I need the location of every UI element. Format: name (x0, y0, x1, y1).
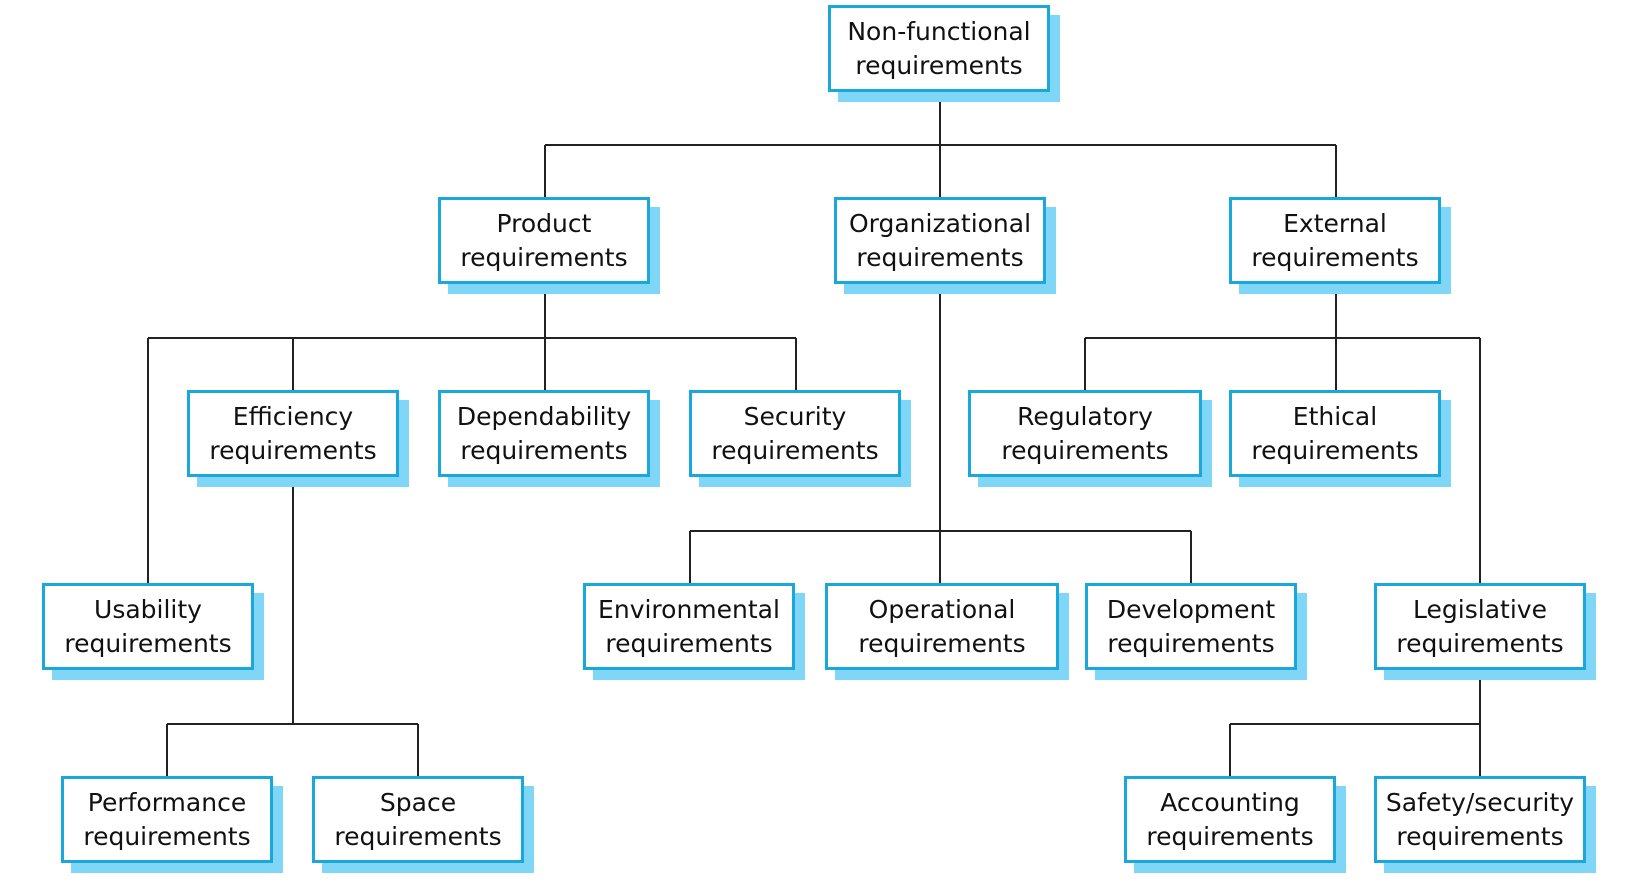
node-space-requirements: Space requirements (312, 776, 534, 873)
node-accounting-requirements: Accounting requirements (1124, 776, 1346, 873)
node-non-functional-requirements: Non-functional requirements (828, 5, 1060, 102)
node-security-requirements: Security requirements (689, 390, 911, 487)
node-usability-requirements: Usability requirements (42, 583, 264, 680)
node-label-line1: Operational (868, 594, 1016, 624)
node-label-line2: requirements (856, 242, 1024, 272)
node-label-line2: requirements (1146, 821, 1314, 851)
node-label-line1: Development (1106, 594, 1276, 624)
node-environmental-requirements: Environmental requirements (583, 583, 805, 680)
node-safety-security-requirements: Safety/security requirements (1374, 776, 1596, 873)
node-label-line1: Dependability (456, 401, 632, 431)
node-label-line2: requirements (334, 821, 502, 851)
node-label-line2: requirements (209, 435, 377, 465)
node-ethical-requirements: Ethical requirements (1229, 390, 1451, 487)
node-label-line1: Environmental (598, 594, 780, 624)
node-product-requirements: Product requirements (438, 197, 660, 294)
node-label-line1: Regulatory (1017, 401, 1153, 431)
node-label-line2: requirements (1001, 435, 1169, 465)
node-label-line1: Product (496, 208, 592, 238)
node-label-line2: requirements (1396, 821, 1564, 851)
node-label-line1: Accounting (1160, 787, 1300, 817)
node-operational-requirements: Operational requirements (825, 583, 1069, 680)
node-label-line2: requirements (83, 821, 251, 851)
node-performance-requirements: Performance requirements (61, 776, 283, 873)
node-label-line1: Security (743, 401, 847, 431)
node-development-requirements: Development requirements (1085, 583, 1307, 680)
node-label-line1: Legislative (1413, 594, 1547, 624)
node-dependability-requirements: Dependability requirements (438, 390, 660, 487)
node-organizational-requirements: Organizational requirements (834, 197, 1056, 294)
node-label-line2: requirements (460, 435, 628, 465)
node-label-line1: Organizational (848, 208, 1032, 238)
node-label-line2: requirements (1396, 628, 1564, 658)
node-label-line2: requirements (711, 435, 879, 465)
node-legislative-requirements: Legislative requirements (1374, 583, 1596, 680)
node-label-line2: requirements (605, 628, 773, 658)
node-label-line2: requirements (460, 242, 628, 272)
node-label-line1: Performance (87, 787, 247, 817)
node-external-requirements: External requirements (1229, 197, 1451, 294)
node-label-line1: Efficiency (232, 401, 354, 431)
node-label-line1: Ethical (1292, 401, 1378, 431)
node-label-line1: Safety/security (1385, 787, 1575, 817)
node-label-line2: requirements (1251, 435, 1419, 465)
node-label-line1: Space (379, 787, 457, 817)
node-regulatory-requirements: Regulatory requirements (968, 390, 1212, 487)
node-label-line2: requirements (855, 50, 1023, 80)
node-label-line2: requirements (1251, 242, 1419, 272)
node-label-line1: Non-functional (847, 16, 1031, 46)
node-label-line1: Usability (94, 594, 202, 624)
node-label-line2: requirements (64, 628, 232, 658)
node-label-line1: External (1283, 208, 1387, 238)
node-efficiency-requirements: Efficiency requirements (187, 390, 409, 487)
node-label-line2: requirements (1107, 628, 1275, 658)
node-label-line2: requirements (858, 628, 1026, 658)
